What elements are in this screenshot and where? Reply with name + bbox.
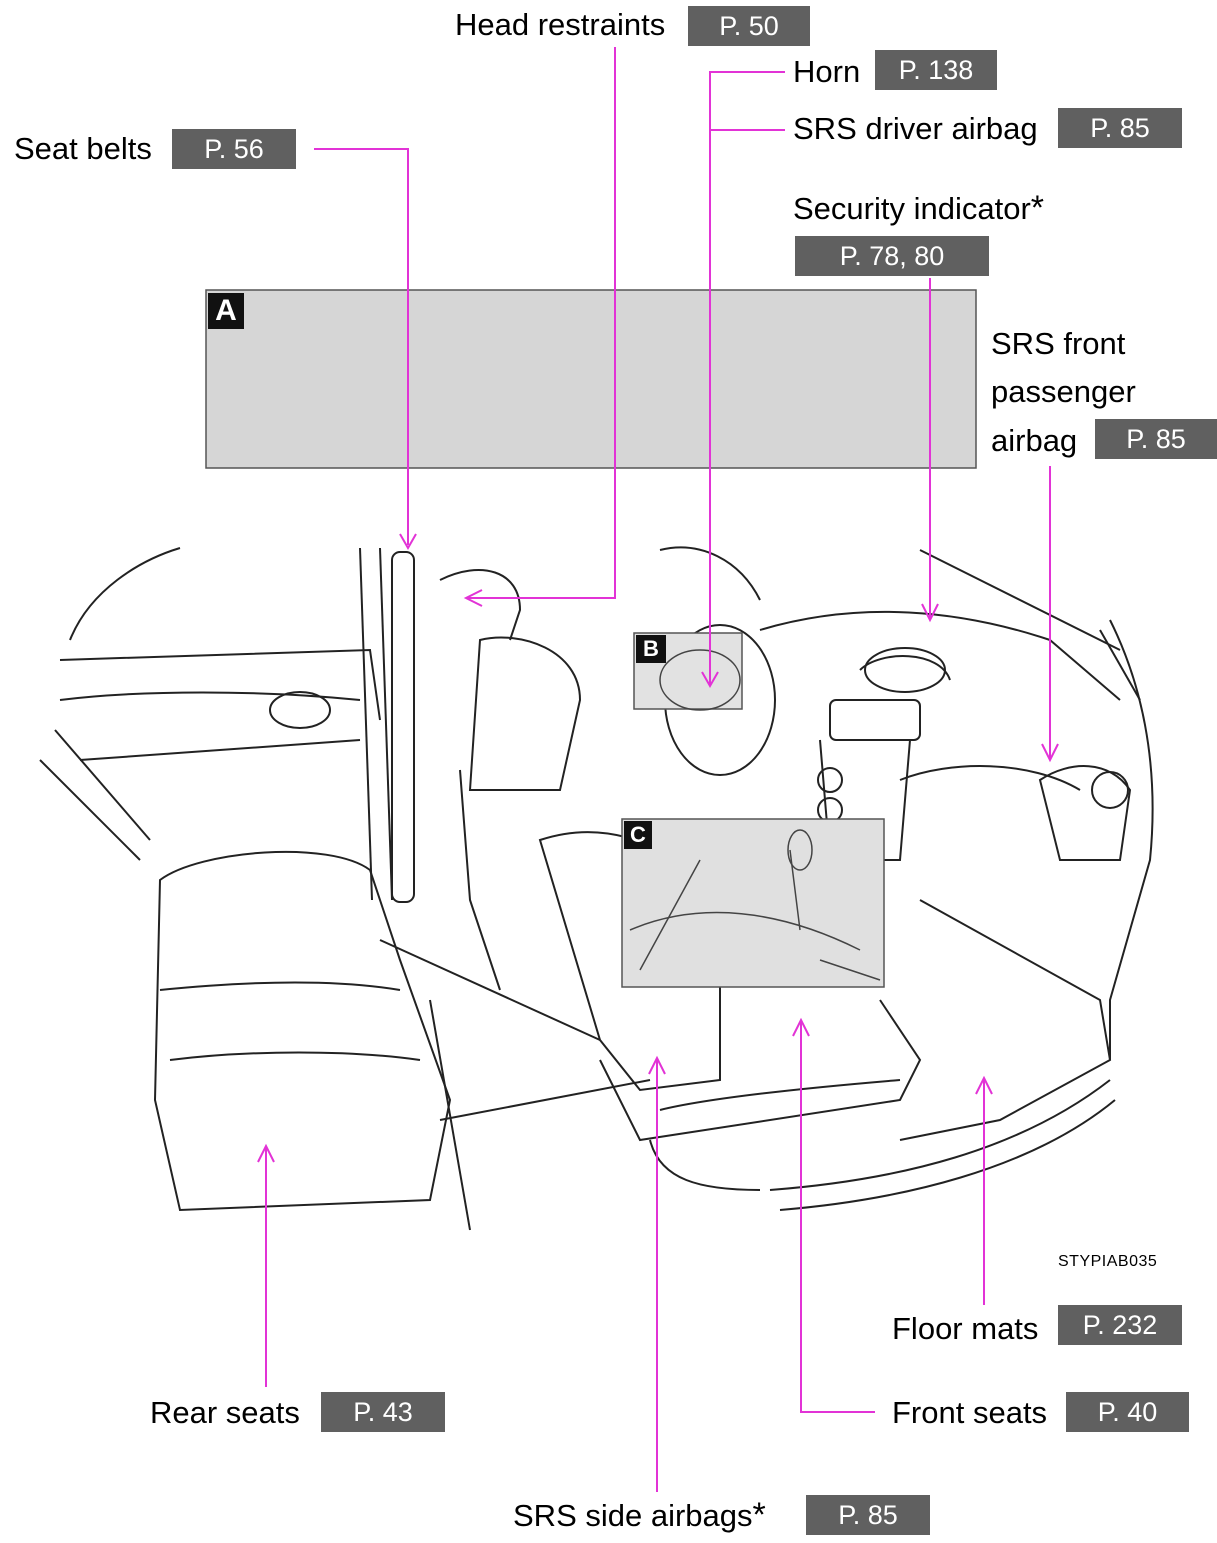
horn-label: Horn xyxy=(793,54,861,89)
rear-seats-page-link[interactable]: P. 43 xyxy=(321,1392,445,1432)
seat-belts-page-link[interactable]: P. 56 xyxy=(172,129,296,169)
leader-lines xyxy=(257,47,1059,1492)
front-seats-label: Front seats xyxy=(892,1395,1048,1430)
security-indicator-page-link[interactable]: P. 78, 80 xyxy=(795,236,989,276)
panel-c-inset xyxy=(621,818,885,988)
srs-front-passenger-airbag-line2: passenger xyxy=(991,374,1136,409)
srs-side-airbags-label: SRS side airbags* xyxy=(513,1497,766,1534)
srs-side-airbags-asterisk: * xyxy=(752,1496,766,1534)
srs-front-passenger-airbag-line1: SRS front xyxy=(991,326,1126,361)
security-indicator-text: Security indicator xyxy=(793,191,1031,226)
srs-side-airbags-page-link[interactable]: P. 85 xyxy=(806,1495,930,1535)
horn-page-link[interactable]: P. 138 xyxy=(875,50,997,90)
head-restraints-label: Head restraints xyxy=(455,7,666,42)
car-interior-line-art xyxy=(39,546,1154,1231)
security-indicator-asterisk: * xyxy=(1030,189,1045,227)
floor-mats-page-link[interactable]: P. 232 xyxy=(1058,1305,1182,1345)
head-restraints-page-link[interactable]: P. 50 xyxy=(688,6,810,46)
srs-front-passenger-airbag-line3: airbag xyxy=(991,423,1078,458)
rear-seats-label: Rear seats xyxy=(150,1395,300,1430)
panel-c-letter: C xyxy=(624,821,652,849)
panel-a-inset xyxy=(205,289,977,469)
panel-b-letter: B xyxy=(636,635,666,663)
panel-a-letter: A xyxy=(208,293,244,329)
illustration-code: STYPIAB035 xyxy=(1058,1253,1158,1270)
seat-belts-label: Seat belts xyxy=(14,131,152,166)
floor-mats-label: Floor mats xyxy=(892,1311,1039,1346)
srs-side-airbags-text: SRS side airbags xyxy=(513,1498,753,1533)
srs-driver-airbag-page-link[interactable]: P. 85 xyxy=(1058,108,1182,148)
security-indicator-label: Security indicator* xyxy=(793,190,1044,227)
front-seats-page-link[interactable]: P. 40 xyxy=(1066,1392,1189,1432)
srs-front-passenger-airbag-page-link[interactable]: P. 85 xyxy=(1095,419,1217,459)
srs-driver-airbag-label: SRS driver airbag xyxy=(793,111,1038,146)
